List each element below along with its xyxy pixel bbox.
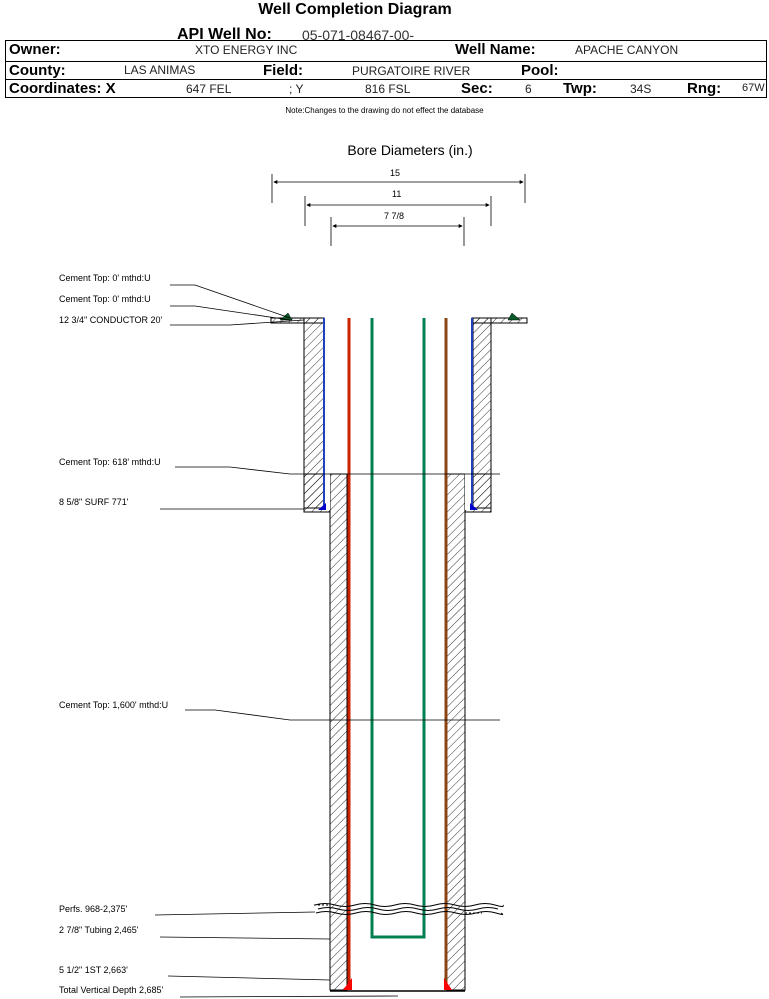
diagram-title: Well Completion Diagram xyxy=(258,1,452,18)
api-value: 05-071-08467-00- xyxy=(302,27,415,43)
tubing-label: 2 7/8" Tubing 2,465' xyxy=(59,925,139,935)
twp-label: Twp: xyxy=(563,80,597,97)
twp-value: 34S xyxy=(630,82,652,96)
production-casing-label: 5 1/2" 1ST 2,663' xyxy=(59,965,128,975)
pool-label: Pool: xyxy=(521,62,559,79)
owner-label: Owner: xyxy=(9,41,61,58)
county-value: LAS ANIMAS xyxy=(124,63,196,77)
perfs-label: Perfs. 968-2,375' xyxy=(59,904,128,914)
header-divider xyxy=(5,79,767,80)
tubing xyxy=(370,318,426,939)
header-divider xyxy=(5,61,767,62)
header-border-bottom xyxy=(5,97,767,98)
header-border-right xyxy=(766,40,767,98)
bore-diameter-11: 11 xyxy=(392,189,402,199)
production-cement xyxy=(303,473,492,991)
owner-value: XTO ENERGY INC xyxy=(195,43,298,57)
coordinates-y-value: 816 FSL xyxy=(365,82,411,96)
coordinates-y-label: ; Y xyxy=(289,82,304,96)
note-text: Note:Changes to the drawing do not effec… xyxy=(285,106,484,115)
bore-diameters-title: Bore Diameters (in.) xyxy=(347,142,473,158)
well-name-label: Well Name: xyxy=(455,41,536,58)
rng-label: Rng: xyxy=(687,80,722,97)
production-shoe-left xyxy=(343,978,352,990)
header-border-top xyxy=(5,40,767,41)
api-label: API Well No: xyxy=(177,26,272,43)
sec-label: Sec: xyxy=(461,80,493,97)
sec-value: 6 xyxy=(525,82,532,96)
bore-dimension-lines xyxy=(271,174,526,246)
bore-diameter-15: 15 xyxy=(390,168,401,178)
bore-diameter-7-7-8: 7 7/8 xyxy=(384,211,405,221)
county-label: County: xyxy=(9,62,66,79)
header-border-left xyxy=(5,40,6,98)
cement-top-conductor-label: Cement Top: 0' mthd:U xyxy=(59,273,151,283)
surface-casing-label: 8 5/8" SURF 771' xyxy=(59,497,129,507)
surface-shoe-left xyxy=(318,503,326,510)
rng-value: 67W xyxy=(742,82,765,94)
perforations xyxy=(314,903,504,915)
field-label: Field: xyxy=(263,62,303,79)
cement-top-marker-right xyxy=(507,312,521,321)
cement-top-surface-label: Cement Top: 0' mthd:U xyxy=(59,294,151,304)
field-value: PURGATOIRE RIVER xyxy=(352,64,471,78)
conductor-label: 12 3/4" CONDUCTOR 20' xyxy=(59,315,163,325)
production-shoe-right xyxy=(444,978,452,990)
coordinates-x-value: 647 FEL xyxy=(186,82,232,96)
well-name-value: APACHE CANYON xyxy=(575,43,679,57)
surface-cement-upper xyxy=(303,317,492,509)
surface-shoe-right xyxy=(470,503,478,510)
cement-top-1600-label: Cement Top: 1,600' mthd:U xyxy=(59,700,169,710)
surface-casing xyxy=(323,318,473,508)
leader-lines xyxy=(154,284,500,998)
cement-top-618-label: Cement Top: 618' mthd:U xyxy=(59,457,161,467)
total-depth-label: Total Vertical Depth 2,685' xyxy=(59,985,164,995)
coordinates-label: Coordinates: X xyxy=(9,80,116,97)
